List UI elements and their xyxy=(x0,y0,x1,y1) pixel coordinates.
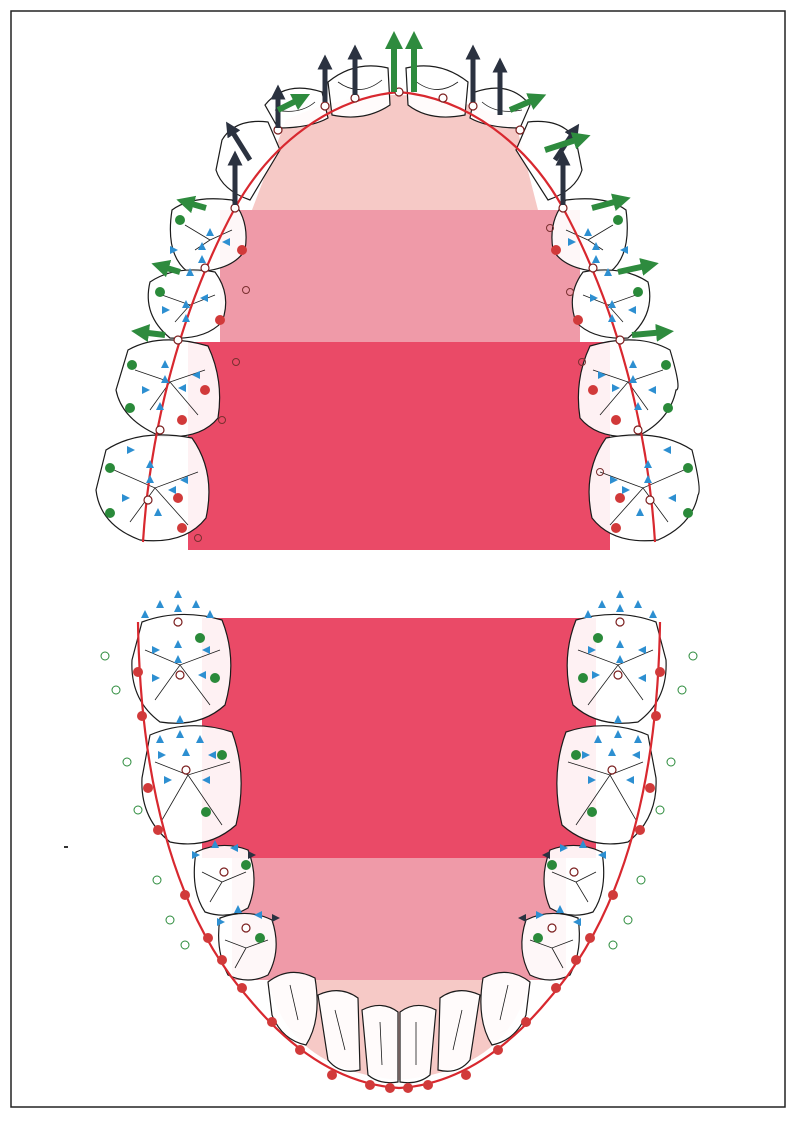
occlusion-diagram xyxy=(10,10,786,1108)
lower-molar-zone xyxy=(202,618,596,858)
tooth-lower-premolar-2-right xyxy=(544,845,604,915)
tooth-lower-incisor-central-right xyxy=(400,1005,436,1082)
page-frame xyxy=(10,10,786,1108)
margin-mark xyxy=(64,846,68,848)
lower-premolar-zone xyxy=(232,858,566,980)
tooth-lower-premolar-2-left xyxy=(194,845,254,915)
upper-premolar-zone xyxy=(220,210,580,342)
tooth-lower-molar-2-right xyxy=(567,614,666,723)
tooth-lower-incisor-central-left xyxy=(362,1005,398,1082)
upper-molar-zone xyxy=(188,342,610,550)
tooth-lower-molar-2-left xyxy=(132,614,231,723)
